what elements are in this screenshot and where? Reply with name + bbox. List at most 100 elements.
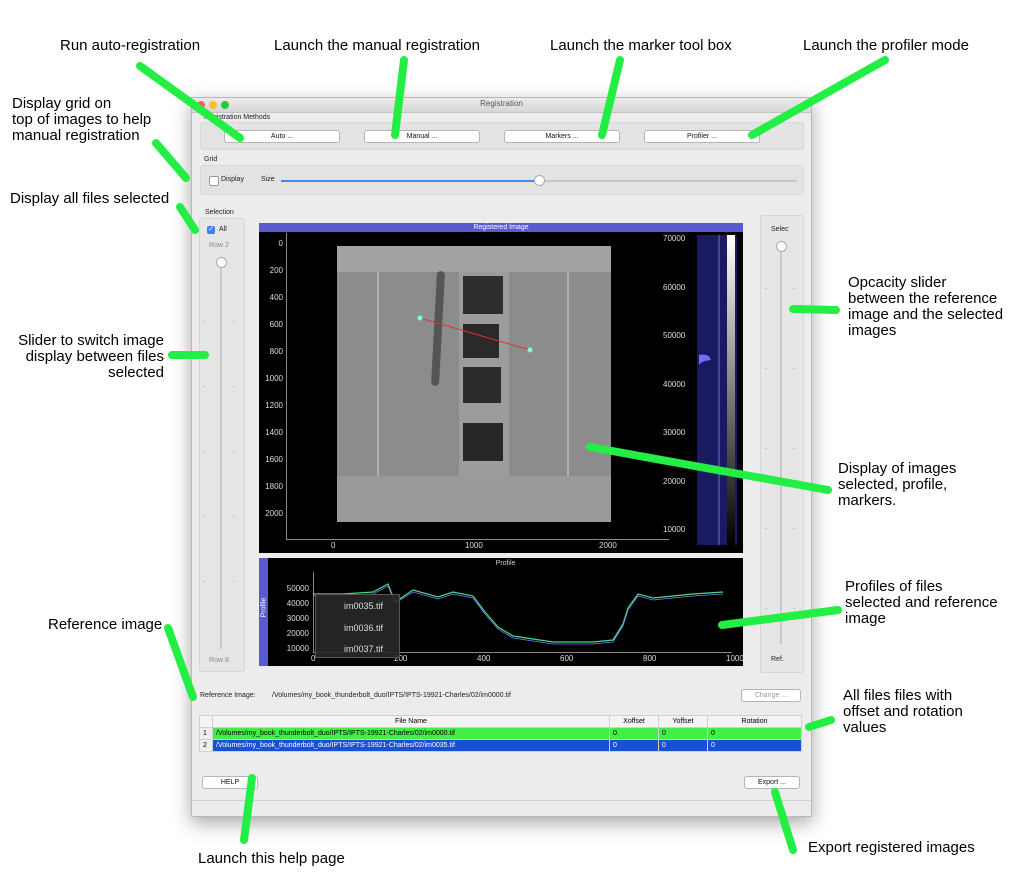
help-button[interactable]: HELP: [202, 776, 258, 789]
profile-y-tick: 10000: [286, 644, 309, 653]
profile-x-tick: 1000: [726, 654, 744, 663]
histogram-gradient: [727, 235, 735, 545]
registered-image-title: Registered Image: [259, 223, 743, 232]
reference-image-path: /Volumes/my_book_thunderbolt_duo/IPTS/IP…: [272, 692, 511, 699]
image-switch-slider[interactable]: [220, 259, 222, 649]
grid-group-label: Grid: [204, 156, 218, 163]
histogram-tick: 60000: [663, 282, 686, 292]
image-y-tick: 600: [269, 320, 283, 329]
annotation-export: Export registered images: [808, 839, 975, 856]
profile-panel: Profile Profile 50000 40000 30000 20000 1000…: [259, 558, 744, 666]
annotation-help: Launch this help page: [198, 850, 345, 867]
histogram-tick: 30000: [663, 428, 686, 437]
image-y-tick: 1200: [265, 401, 283, 410]
profiler-button[interactable]: Profiler ...: [644, 130, 760, 143]
sample-image[interactable]: [337, 246, 611, 522]
histogram-curve: [699, 235, 720, 545]
image-y-tick: 2000: [265, 509, 283, 518]
grid-display-label: Display: [221, 176, 244, 183]
grid-group: Display Size: [200, 165, 804, 195]
annotation-marker-toolbox: Launch the marker tool box: [550, 37, 732, 54]
profile-y-tick: 40000: [286, 599, 309, 608]
profile-x-tick: 0: [311, 654, 316, 663]
grid-display-checkbox[interactable]: [209, 176, 219, 186]
title-bar: Registration: [192, 98, 811, 113]
files-table: File Name Xoffset Yoffset Rotation 1 /Vo…: [199, 715, 802, 752]
image-y-tick: 800: [269, 347, 283, 356]
selection-panel: ✓ All Row 2 -- -- -- -- -- Row 8: [199, 218, 245, 672]
grid-size-slider-fill: [281, 180, 539, 182]
annotation-profiler-mode: Launch the profiler mode: [803, 37, 969, 54]
histogram-tick: 40000: [663, 379, 686, 389]
image-y-tick: 200: [269, 266, 283, 275]
image-y-tick: 1000: [265, 374, 283, 383]
auto-button[interactable]: Auto ...: [224, 130, 340, 143]
grid-size-label: Size: [261, 176, 275, 183]
profile-y-tick: 30000: [286, 614, 309, 623]
select-all-label: All: [219, 226, 227, 233]
image-y-tick: 400: [269, 293, 283, 302]
profile-legend: im0035.tif im0036.tif im0037.tif: [315, 594, 400, 658]
profile-x-tick: 400: [477, 654, 491, 663]
legend-item-2: im0036.tif: [344, 623, 384, 633]
table-row[interactable]: 2 /Volumes/my_book_thunderbolt_duo/IPTS/…: [199, 739, 802, 752]
profile-x-tick: 800: [643, 654, 657, 663]
image-y-tick: 1600: [265, 455, 283, 464]
methods-group-label: Registration Methods: [204, 114, 271, 121]
row-top-label: Row 2: [209, 242, 229, 249]
opacity-slider-knob[interactable]: [776, 241, 787, 252]
image-y-tick: 1800: [265, 482, 283, 491]
image-y-tick: 1400: [265, 428, 283, 437]
annotation-all-files: Display all files selected: [10, 190, 170, 207]
profile-axes: [313, 572, 732, 653]
annotation-manual-registration: Launch the manual registration: [274, 37, 480, 54]
histogram-panel[interactable]: [697, 235, 737, 545]
marker-line[interactable]: [337, 246, 611, 522]
profile-x-tick: 200: [394, 654, 408, 663]
selection-label: Selection: [205, 209, 234, 216]
annotation-reference-image: Reference image: [48, 616, 163, 633]
registered-image-panel: Registered Image 0 200 400 600 800 1000 1200 14…: [259, 223, 743, 553]
image-y-tick: 0: [278, 239, 283, 248]
profile-y-tick: 20000: [286, 629, 309, 638]
opacity-slider[interactable]: [780, 246, 782, 644]
grid-size-slider-track[interactable]: [539, 180, 797, 182]
profile-y-tick: 50000: [286, 584, 309, 593]
legend-item-3: im0037.tif: [344, 644, 384, 654]
opacity-panel: Selec -- -- -- -- -- Ref.: [760, 215, 804, 673]
opacity-top-label: Selec: [771, 226, 789, 233]
select-all-checkbox[interactable]: ✓: [207, 226, 215, 234]
grid-size-slider-knob[interactable]: [534, 175, 545, 186]
histogram-tick: 10000: [663, 525, 686, 534]
export-button[interactable]: Export ...: [744, 776, 800, 789]
profile-title: Profile: [495, 560, 516, 567]
profile-side-bar: Profile: [259, 558, 268, 666]
reference-image-label: Reference Image:: [200, 692, 256, 699]
row-bottom-label: Row 8: [209, 657, 229, 664]
registration-window: Registration Registration Methods Auto .…: [191, 97, 812, 817]
legend-item-1: im0035.tif: [344, 601, 384, 611]
change-reference-button[interactable]: Change ...: [741, 689, 801, 702]
arrow-auto: [136, 62, 244, 142]
zoom-window-icon[interactable]: [221, 101, 229, 109]
histogram-tick: 50000: [663, 331, 686, 340]
image-axes: [286, 233, 669, 540]
image-switch-slider-knob[interactable]: [216, 257, 227, 268]
image-x-tick: 1000: [465, 541, 483, 550]
image-x-tick: 2000: [599, 541, 617, 550]
annotation-auto-registration: Run auto-registration: [60, 37, 201, 54]
histogram-tick: 70000: [663, 234, 686, 243]
image-x-tick: 0: [331, 541, 336, 550]
histogram-tick: 20000: [663, 476, 686, 486]
markers-button[interactable]: Markers ...: [504, 130, 620, 143]
minimize-window-icon[interactable]: [209, 101, 217, 109]
window-title: Registration: [480, 99, 523, 108]
profile-x-tick: 600: [560, 654, 574, 663]
